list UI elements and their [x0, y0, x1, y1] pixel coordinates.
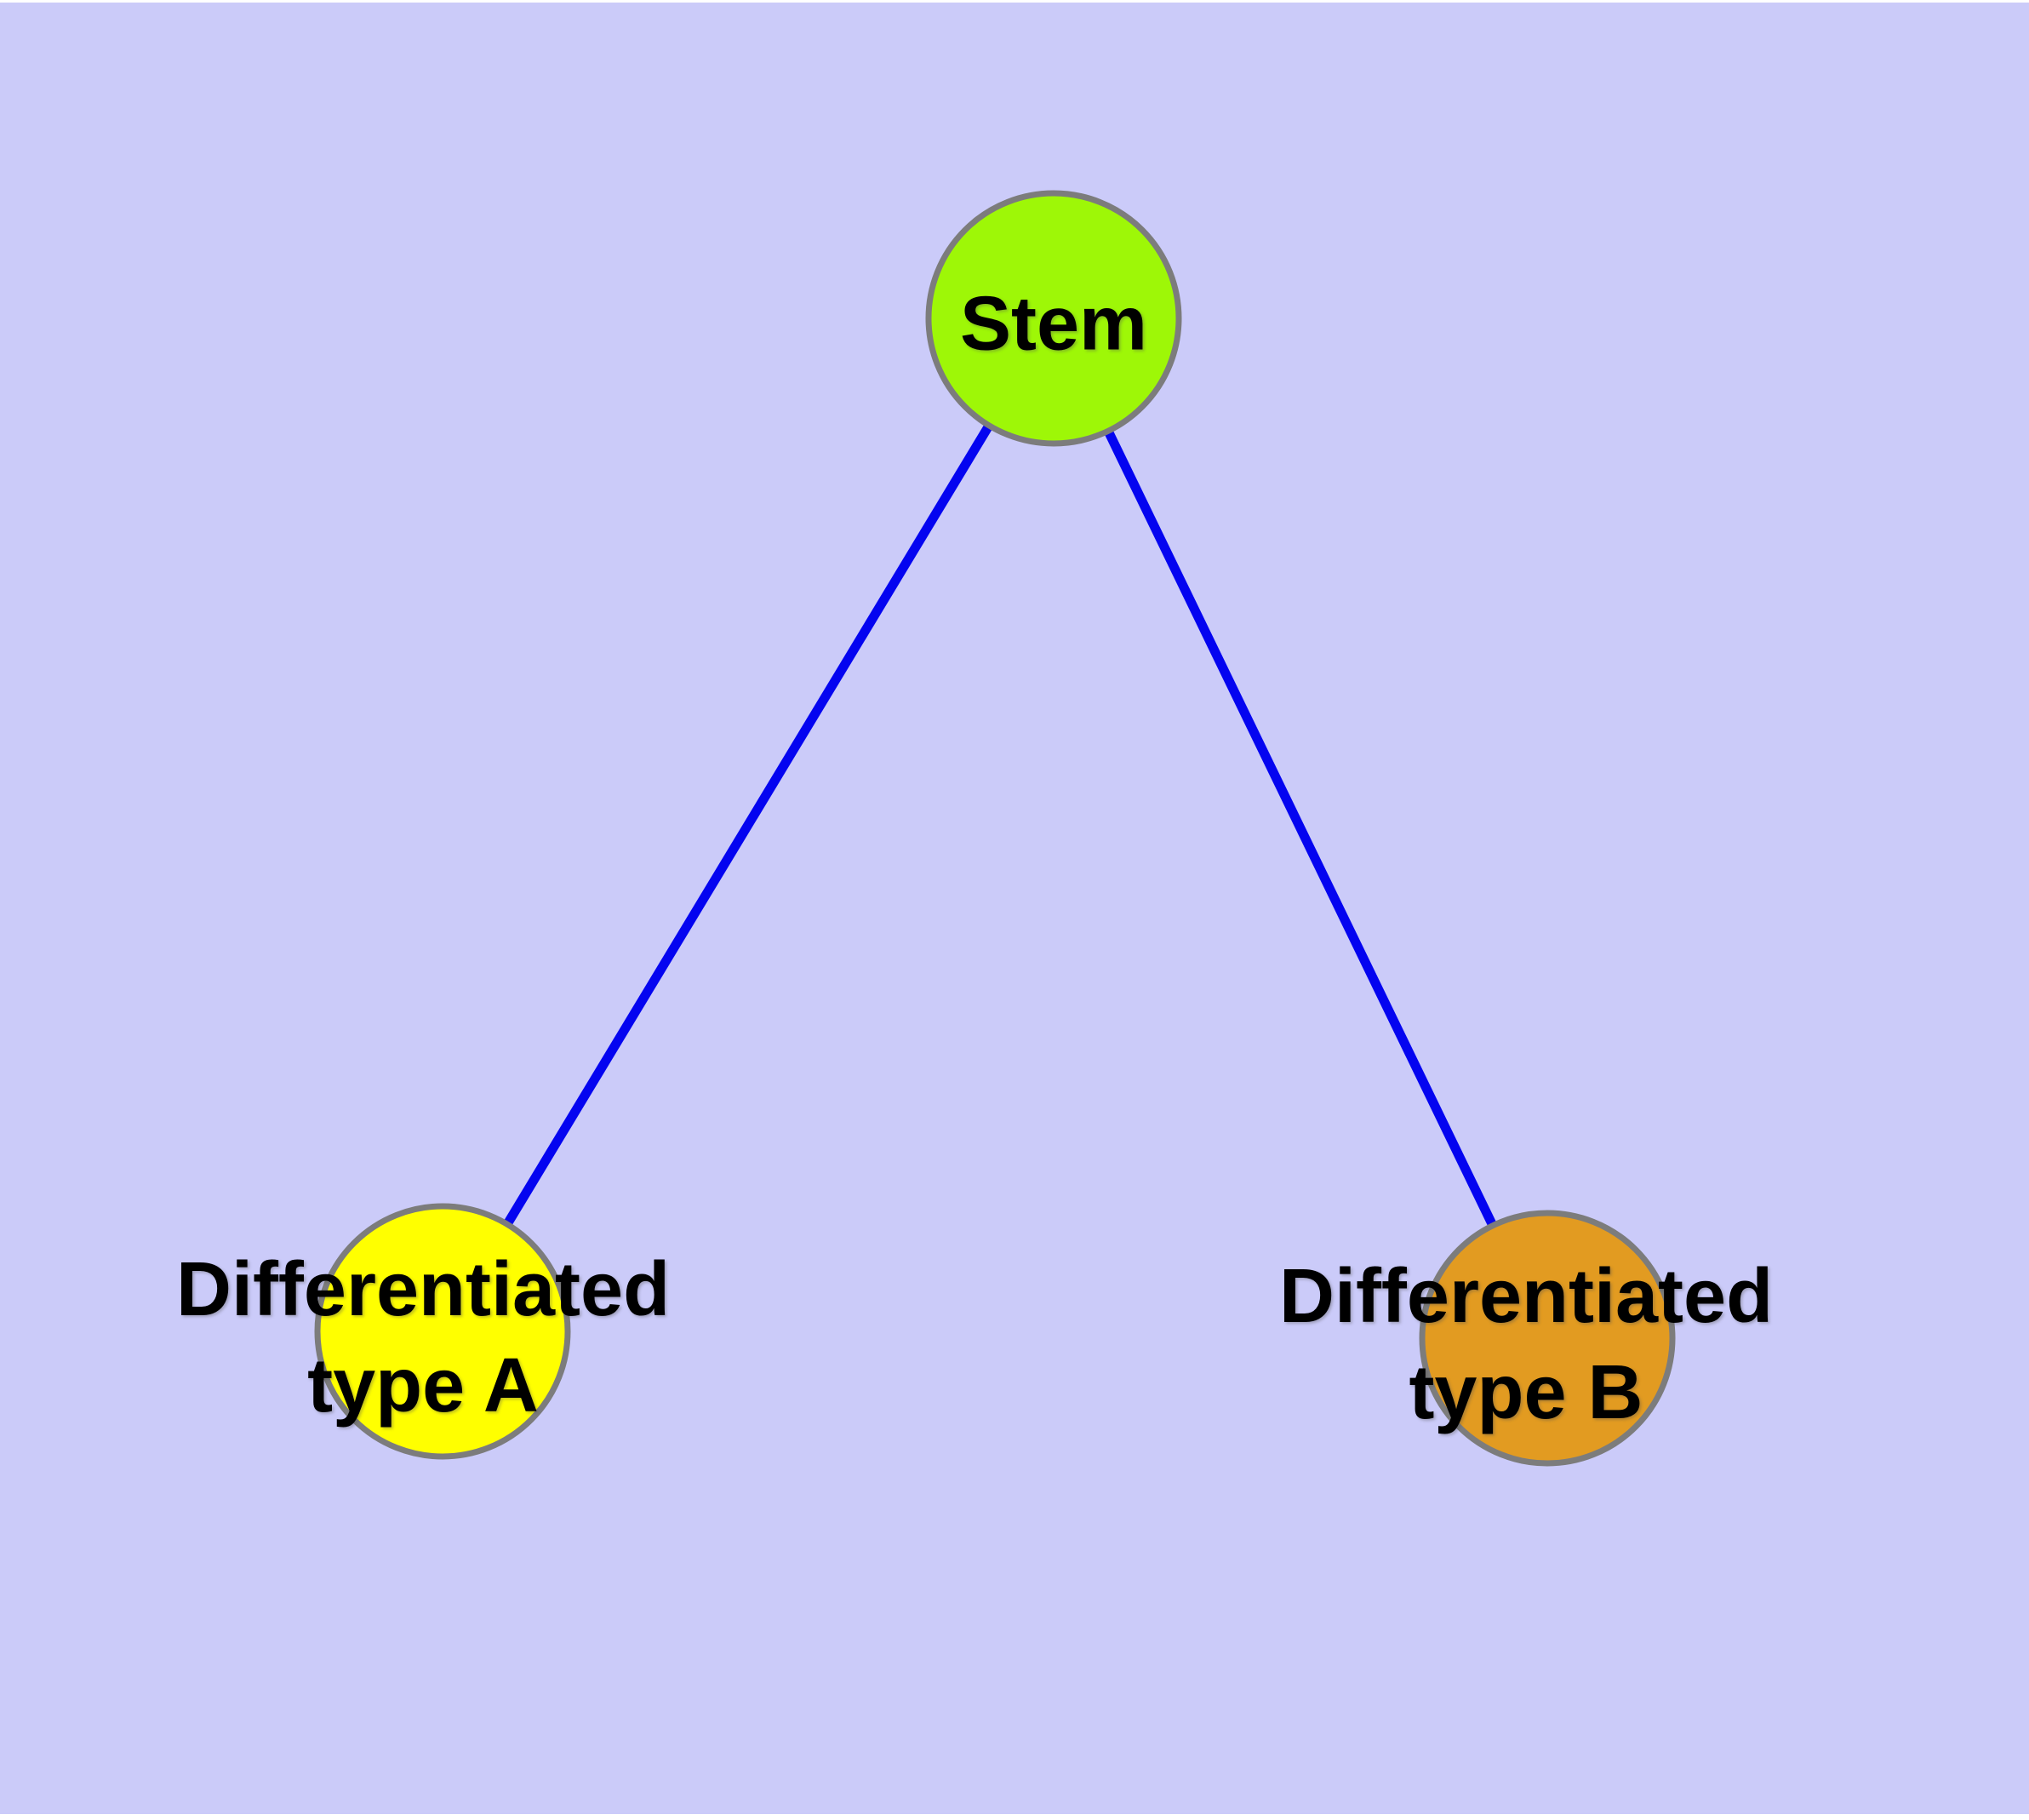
edge-stem-to-type-a — [438, 316, 1058, 1334]
node-circle-stem — [925, 190, 1182, 447]
diagram-background: Stem Differentiated type A Differentiate… — [0, 3, 2029, 1814]
edge-stem-to-type-b — [1049, 316, 1552, 1341]
diagram-svg — [314, 190, 1676, 1467]
node-circle-type-a — [314, 1203, 571, 1460]
node-circle-type-b — [1419, 1210, 1676, 1467]
